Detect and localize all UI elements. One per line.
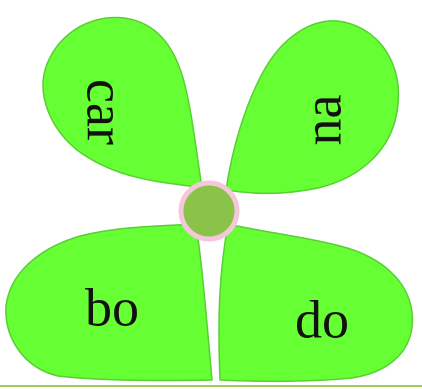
petal-label-top-right: na bbox=[292, 94, 352, 145]
petal-label-top-left: car bbox=[76, 79, 136, 145]
flower-center bbox=[181, 183, 237, 239]
petal-label-bottom-left: bo bbox=[85, 277, 139, 337]
petal-label-bottom-right: do bbox=[295, 289, 349, 349]
